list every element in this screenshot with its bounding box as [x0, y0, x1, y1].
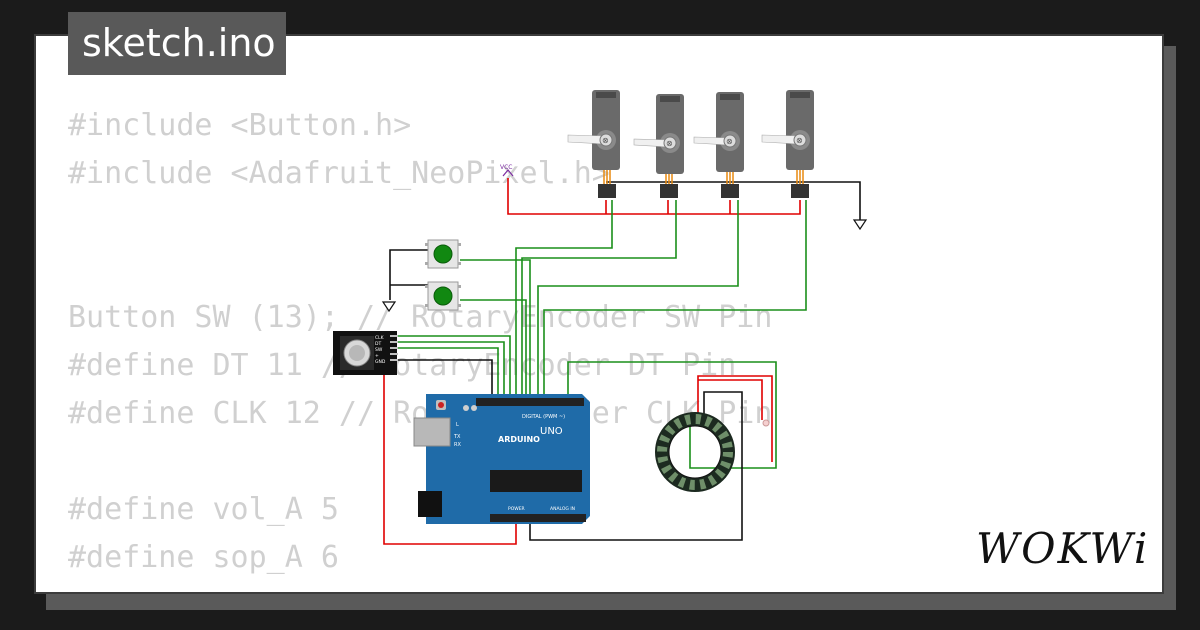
encoder-pin-vcc: + — [375, 353, 379, 359]
encoder-pin-sw: SW — [375, 347, 383, 353]
pushbutton-1 — [425, 239, 461, 269]
rotary-encoder: CLK DT SW + GND — [333, 331, 398, 375]
svg-text:⊗: ⊗ — [726, 137, 733, 146]
code-line-1: #include <Button.h> — [68, 108, 412, 143]
wire-ring-vcc — [697, 375, 773, 462]
wokwi-logo: WOKWi — [976, 524, 1150, 573]
wire-button1-gnd — [389, 249, 428, 300]
svg-text:⊗: ⊗ — [602, 136, 609, 145]
wire-encoder-dt — [398, 341, 505, 398]
vcc-label: VCC — [500, 164, 512, 171]
ground-symbol-buttons — [381, 301, 397, 313]
wire-servo2-signal — [521, 200, 677, 398]
svg-text:⊗: ⊗ — [666, 139, 673, 148]
wires — [383, 178, 861, 545]
board-header-power: POWER — [508, 506, 525, 512]
board-label-rx: RX — [454, 442, 461, 448]
wire-encoder-clk — [398, 335, 511, 398]
board-header-analog: ANALOG IN — [550, 506, 575, 512]
encoder-pin-gnd: GND — [375, 359, 386, 365]
code-line-10: #define sop_A 6 — [68, 540, 339, 575]
code-line-2: #include <Adafruit_NeoPixel.h> — [68, 156, 610, 191]
wire-led-red — [698, 379, 763, 420]
neopixel-ring — [655, 412, 735, 492]
board-label-l: L — [456, 422, 459, 428]
wire-button1-signal — [460, 259, 531, 398]
encoder-pin-clk: CLK — [375, 335, 385, 341]
wire-servo3-signal — [537, 200, 739, 398]
status-led — [762, 419, 770, 427]
servo-3: ⊗ — [693, 92, 744, 198]
board-brand: ARDUINO — [498, 435, 540, 444]
code-line-11: #define ... — [68, 582, 772, 592]
pushbutton-2 — [425, 281, 461, 311]
svg-text:⊗: ⊗ — [796, 136, 803, 145]
wire-servo4-signal — [543, 200, 807, 398]
wire-servo1-signal — [515, 200, 613, 398]
servo-2: ⊗ — [633, 94, 684, 198]
sketch-tab-title: sketch.ino — [68, 12, 286, 75]
encoder-pin-dt: DT — [375, 341, 381, 347]
code-line-5: Button SW (13); // RotaryEncoder SW Pin — [68, 300, 773, 335]
board-label-tx: TX — [453, 434, 461, 440]
wire-encoder-gnd — [398, 359, 493, 398]
wire-encoder-sw — [398, 347, 499, 398]
wire-gnd-rail — [606, 181, 861, 220]
ground-symbol-servos — [852, 219, 868, 231]
arduino-uno-board: DIGITAL (PWM ~) ARDUINO UNO L TX RX POWE… — [413, 394, 590, 524]
wire-ring-gnd — [529, 391, 743, 541]
wire-vcc-rail — [507, 178, 801, 215]
board-header-digital: DIGITAL (PWM ~) — [522, 414, 565, 420]
servo-4: ⊗ — [761, 90, 814, 198]
wire-ring-data — [567, 361, 777, 469]
vcc-symbol: VCC — [500, 164, 514, 177]
board-model: UNO — [540, 426, 563, 437]
code-line-9: #define vol_A 5 — [68, 492, 339, 527]
servo-1: ⊗ — [567, 90, 620, 198]
wire-button2-signal — [460, 299, 527, 398]
